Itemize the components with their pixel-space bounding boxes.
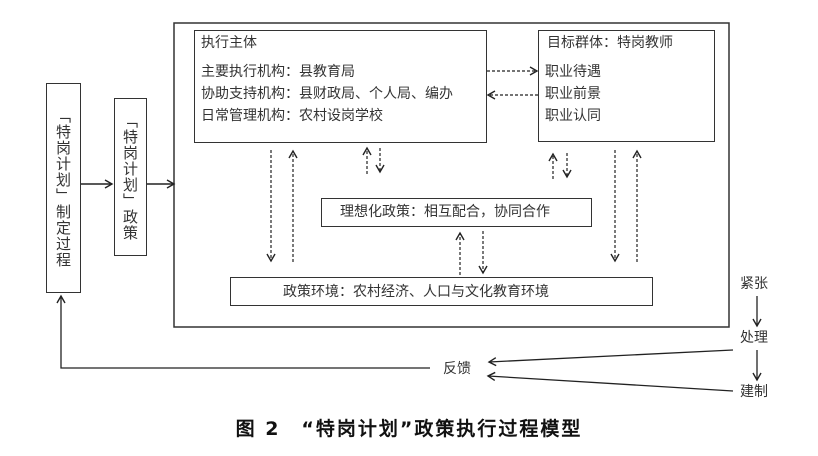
environment-box: 政策环境：农村经济、人口与文化教育环境 [230,277,653,306]
ideal-policy-label: 理想化政策：相互配合，协同合作 [340,204,550,220]
implementation-frame-outline [173,22,730,328]
formulation-process-box: 「特岗计划」制定过程 [46,83,81,293]
arrow-institution-to-feedback [486,371,734,392]
executor-box: 执行主体 主要执行机构：县教育局 协助支持机构：县财政局、个人局、编办 日常管理… [194,30,487,143]
arrow-feedback-to-formulation [56,294,430,369]
executor-line-main: 主要执行机构：县教育局 [201,64,355,80]
target-title: 目标群体：特岗教师 [547,35,673,51]
policy-label: 「特岗计划」政策 [121,113,139,241]
target-line-prospect: 职业前景 [545,86,601,102]
handling-label: 处理 [740,330,768,346]
tension-label: 紧张 [740,276,768,292]
figure-caption: 图 2 “特岗计划”政策执行过程模型 [235,418,583,440]
institution-label: 建制 [740,384,768,400]
executor-line-daily: 日常管理机构：农村设岗学校 [201,108,383,124]
environment-label: 政策环境：农村经济、人口与文化教育环境 [283,284,549,300]
executor-title: 执行主体 [201,35,257,51]
target-line-identity: 职业认同 [545,108,601,124]
policy-box: 「特岗计划」政策 [114,98,147,256]
target-line-treatment: 职业待遇 [545,64,601,80]
arrow-handling-to-feedback [487,349,734,367]
target-group-box: 目标群体：特岗教师 职业待遇 职业前景 职业认同 [538,30,715,142]
formulation-process-label: 「特岗计划」制定过程 [54,108,72,268]
feedback-label: 反馈 [443,361,471,377]
executor-line-support: 协助支持机构：县财政局、个人局、编办 [201,86,453,102]
ideal-policy-box: 理想化政策：相互配合，协同合作 [321,198,592,227]
